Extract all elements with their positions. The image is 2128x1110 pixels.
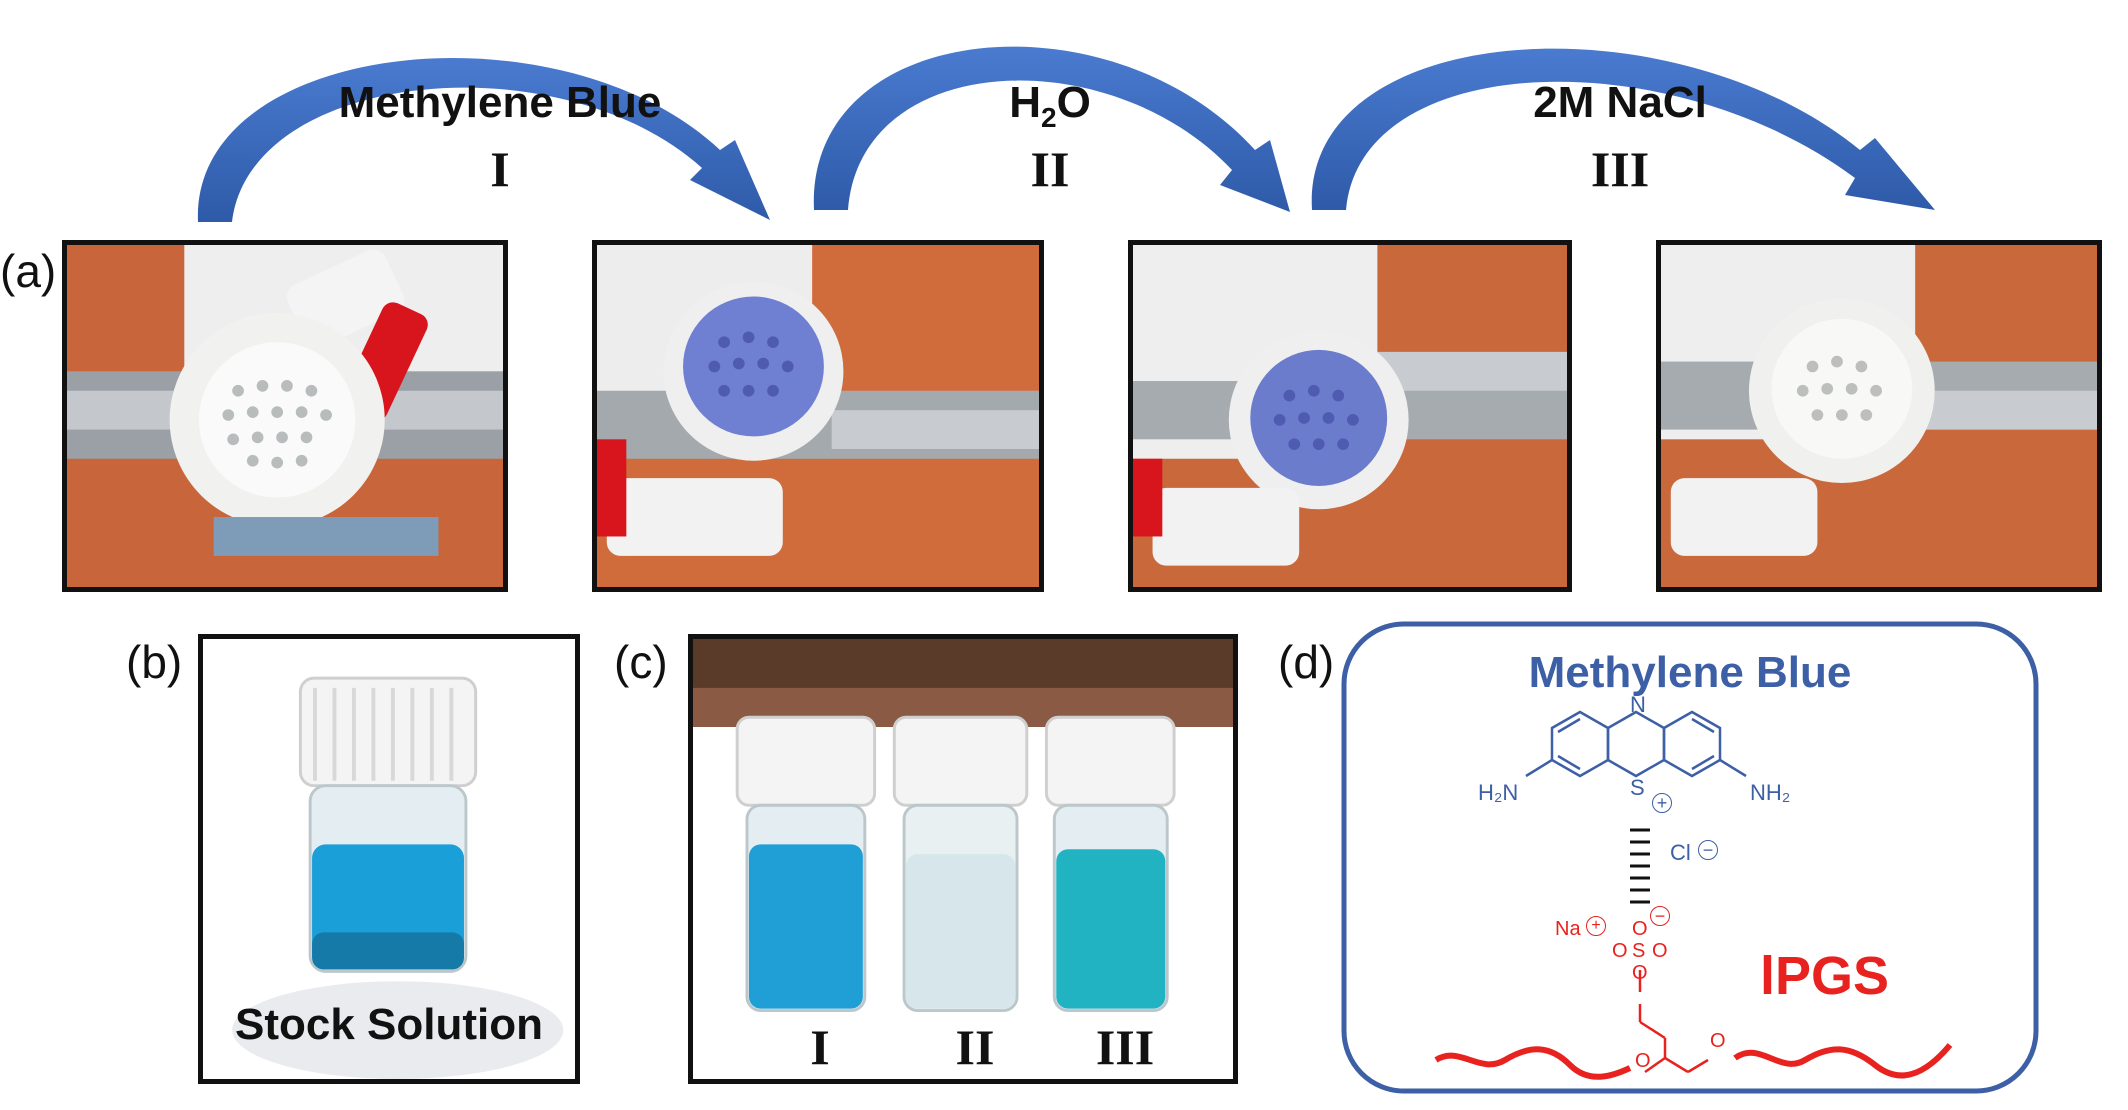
step-1-title: Methylene Blue (338, 78, 662, 127)
panel-label-a: (a) (0, 245, 57, 297)
mb-amine-right: NH₂ (1750, 780, 1791, 805)
chloride-ion: Cl (1670, 840, 1691, 865)
panel-label-c: (c) (614, 636, 668, 688)
ipgs-label: lPGS (1760, 946, 1890, 1006)
sulfate-o-left: O (1612, 940, 1628, 962)
mb-amine-left: H₂N (1478, 780, 1519, 805)
step-2-roman: II (1030, 141, 1070, 197)
photo-filter-empty (62, 240, 508, 592)
process-arrows (197, 46, 1935, 222)
sulfate-o-bottom: O (1632, 962, 1648, 984)
step-3-roman: III (1590, 141, 1650, 197)
vial-label-3: III (1095, 1019, 1155, 1075)
photo-filter-washed (1128, 240, 1572, 592)
sodium-ion: Na (1555, 918, 1581, 940)
step-1-roman: I (490, 141, 510, 197)
arrow-step-1 (197, 57, 770, 222)
photo-stock-solution (198, 634, 580, 1084)
mb-title: Methylene Blue (1528, 648, 1852, 697)
sulfate-o-right: O (1652, 940, 1668, 962)
photo-filter-regenerated (1656, 240, 2102, 592)
chloride-charge: − (1698, 840, 1718, 860)
step-3-title: 2M NaCl (1533, 78, 1707, 127)
panel-label-b: (b) (126, 636, 183, 688)
photo-eluate-vials (688, 634, 1238, 1084)
photo-filter-loaded (592, 240, 1044, 592)
structure-box (1341, 621, 2039, 1094)
arrow-step-3 (1311, 48, 1935, 210)
arrow-step-2 (813, 46, 1290, 212)
glycerol-o-left: O (1635, 1050, 1651, 1072)
vial-label-2: II (955, 1019, 995, 1075)
mb-s-atom: S (1630, 775, 1645, 800)
mb-s-charge: + (1652, 793, 1672, 813)
mb-n-atom: N (1630, 692, 1646, 717)
sulfate-s-atom: S (1632, 940, 1646, 962)
sodium-charge: + (1586, 916, 1606, 936)
panel-label-d: (d) (1278, 636, 1335, 688)
vial-label-1: I (810, 1019, 830, 1075)
step-2-title: H2O (1009, 78, 1091, 133)
sulfate-charge: − (1650, 906, 1670, 926)
glycerol-o-right: O (1710, 1030, 1726, 1052)
stock-solution-caption: Stock Solution (235, 1000, 543, 1049)
sulfate-o-top: O (1632, 918, 1648, 940)
